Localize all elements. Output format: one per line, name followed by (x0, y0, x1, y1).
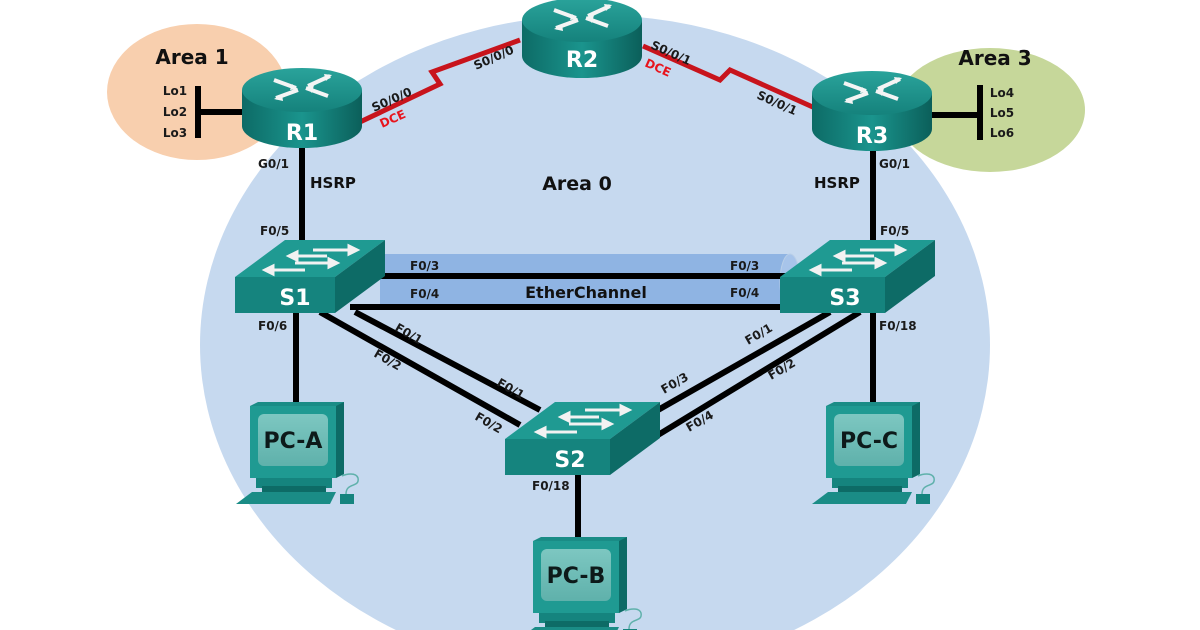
interface-label: F0/3 (410, 259, 439, 273)
area3-region (895, 48, 1085, 172)
link-s2-s3-f04[interactable] (656, 309, 862, 438)
hsrp-label: HSRP (310, 174, 356, 192)
area0-label: Area 0 (542, 173, 612, 195)
link-s1-s2-f01[interactable] (353, 309, 542, 413)
area3-label: Area 3 (958, 46, 1031, 70)
loopback-label: Lo5 (990, 106, 1014, 120)
pc-label: PC-B (547, 564, 606, 589)
area1-label: Area 1 (155, 45, 228, 69)
switch-arrows-icon (808, 243, 908, 277)
interface-label: F0/3 (730, 259, 759, 273)
pc-label: PC-C (840, 429, 898, 454)
router-r3[interactable]: R3 (812, 71, 932, 151)
link-s1-s2-f02[interactable] (318, 309, 522, 428)
switch-label: S2 (554, 448, 585, 473)
router-r1[interactable]: R1 (242, 68, 362, 148)
router-label: R1 (286, 121, 318, 146)
loopback-label: Lo2 (163, 105, 187, 119)
interface-label: F0/6 (258, 319, 287, 333)
pc-c[interactable]: PC-C (812, 402, 935, 504)
switch-s1[interactable]: S1 (235, 240, 385, 313)
pc-label: PC-A (264, 429, 323, 454)
switch-s2[interactable]: S2 (505, 402, 660, 475)
interface-label: G0/1 (258, 157, 289, 171)
router-r2[interactable]: R2 (522, 0, 642, 78)
etherchannel-label: EtherChannel (525, 283, 647, 302)
loopback-label: Lo3 (163, 126, 187, 140)
loopback-label: Lo6 (990, 126, 1014, 140)
pc-screen (258, 414, 328, 466)
area0-region (200, 15, 990, 630)
switch-s3[interactable]: S3 (780, 240, 935, 313)
interface-label: F0/4 (410, 287, 439, 301)
interface-label: F0/5 (880, 224, 909, 238)
loopback-label: Lo1 (163, 84, 187, 98)
pc-b[interactable]: PC-B (519, 537, 642, 630)
loopback-label: Lo4 (990, 86, 1014, 100)
hsrp-label: HSRP (814, 174, 860, 192)
interface-label: F0/18 (532, 479, 570, 493)
switch-arrows-icon (533, 403, 633, 439)
switch-label: S3 (829, 286, 860, 311)
interface-label: F0/5 (260, 224, 289, 238)
switch-label: S1 (279, 286, 310, 311)
r3-loopbacks: Lo4 Lo5 Lo6 (930, 85, 1014, 140)
pc-screen (541, 549, 611, 601)
router-label: R2 (566, 48, 598, 73)
r1-loopbacks: Lo1 Lo2 Lo3 (163, 84, 250, 140)
etherchannel-bundle[interactable] (350, 253, 801, 311)
router-label: R3 (856, 124, 888, 149)
interface-label: G0/1 (879, 157, 910, 171)
switch-arrows-icon (261, 243, 361, 277)
serial-link-r2-r3[interactable] (641, 43, 817, 111)
serial-link-r1-r2[interactable] (358, 37, 521, 125)
link-s2-s3-f03[interactable] (656, 309, 832, 413)
pc-a[interactable]: PC-A (236, 402, 359, 504)
pc-screen (834, 414, 904, 466)
interface-label: F0/18 (879, 319, 917, 333)
interface-label: F0/4 (730, 286, 759, 300)
